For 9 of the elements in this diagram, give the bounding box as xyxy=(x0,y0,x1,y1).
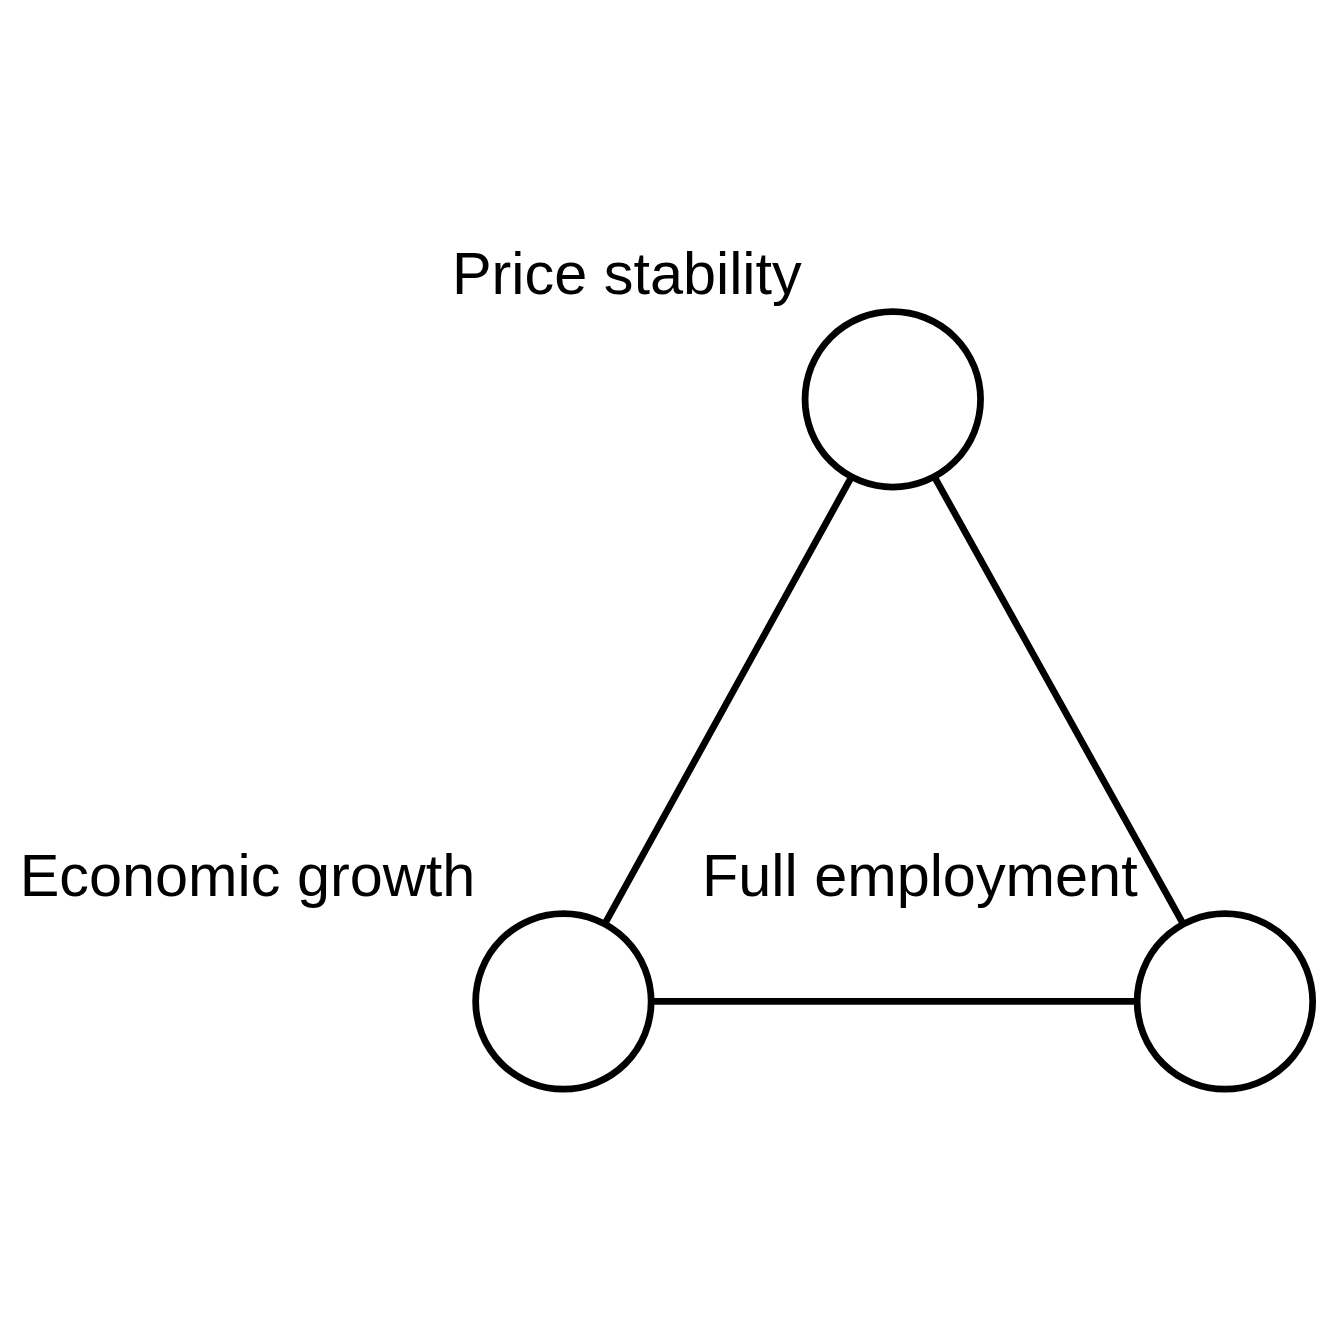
node-circle xyxy=(801,308,984,491)
node-label: Economic growth xyxy=(19,842,476,910)
connector xyxy=(651,998,1137,1005)
connector xyxy=(601,476,855,926)
node-circle xyxy=(472,910,655,1093)
node-label: Full employment xyxy=(701,842,1138,910)
node-circle xyxy=(1133,910,1317,1093)
connector xyxy=(931,476,1187,926)
node-label: Price stability xyxy=(451,240,802,308)
